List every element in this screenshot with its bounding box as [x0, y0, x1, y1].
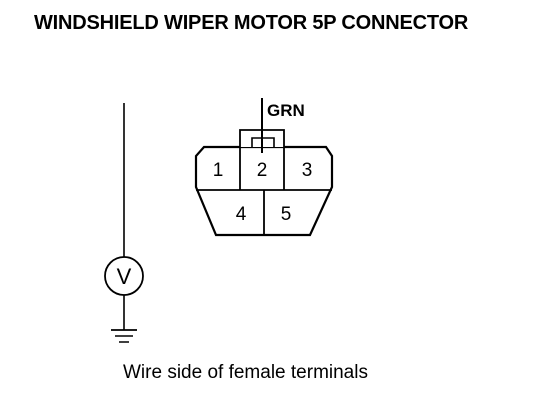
voltmeter-icon: V	[104, 256, 144, 296]
terminal-3: 3	[302, 160, 313, 181]
terminal-4: 4	[236, 204, 247, 225]
voltmeter-symbol: V	[117, 264, 132, 289]
connector-caption: Wire side of female terminals	[123, 362, 368, 383]
wire-color-label: GRN	[267, 101, 305, 120]
terminal-5: 5	[281, 204, 292, 225]
terminal-1: 1	[213, 160, 224, 181]
ground-icon	[111, 329, 137, 343]
page-title: WINDSHIELD WIPER MOTOR 5P CONNECTOR	[34, 12, 469, 34]
terminal-2: 2	[257, 160, 268, 181]
connector-5p: 1 2 3 4 5	[194, 129, 334, 237]
